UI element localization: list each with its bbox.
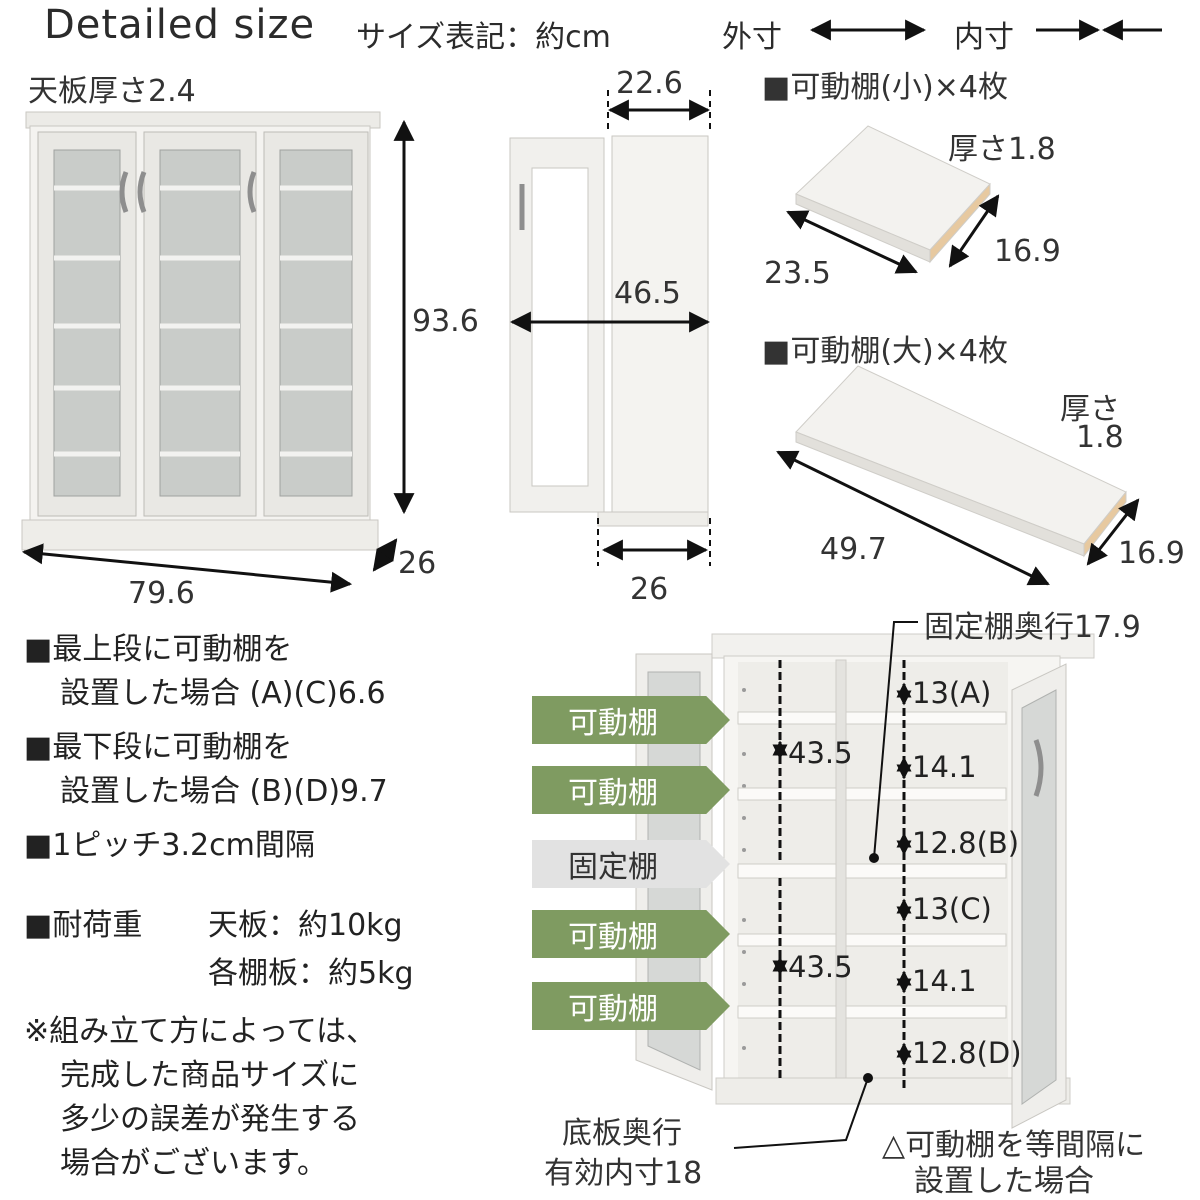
- note-bottom-shelf-line2: 設置した場合 (B)(D)9.7: [60, 774, 388, 809]
- fixed-shelf-depth-label: 固定棚奥行17.9: [924, 610, 1141, 645]
- bottom-depth-leader: [733, 1073, 873, 1149]
- large-shelf-depth-arrow: [1086, 498, 1140, 566]
- left-gap-lower: 43.5: [788, 950, 853, 984]
- load-capacity-label: ■耐荷重: [24, 908, 143, 943]
- page-title: Detailed size: [44, 2, 316, 48]
- cabinet-side-view: [509, 135, 709, 527]
- gap-value: 13(A): [912, 676, 992, 710]
- movable-shelf-tag: 可動棚: [532, 766, 730, 814]
- assembly-caveat: ※組み立て方によっては、 完成した商品サイズに 多少の誤差が発生する 場合がござ…: [24, 1010, 376, 1186]
- movable-shelf-tag: 可動棚: [532, 982, 730, 1030]
- left-gap-upper: 43.5: [788, 736, 853, 770]
- large-shelf-thickness: 厚さ: [1060, 392, 1120, 427]
- assembly-caveat-line4: 場合がございます。: [60, 1146, 327, 1181]
- gap-value: 13(C): [912, 892, 992, 926]
- small-shelf-depth-arrow: [948, 194, 1000, 268]
- height-value: 93.6: [412, 304, 479, 339]
- load-capacity-shelf: 各棚板：約5kg: [208, 956, 414, 991]
- small-shelf-title: ■可動棚(小)×4枚: [762, 70, 1008, 105]
- fixed-shelf-tag: 固定棚: [532, 840, 730, 888]
- large-shelf-length: 49.7: [820, 532, 887, 567]
- inner-dimension-label: 内寸: [954, 20, 1014, 55]
- small-shelf-depth: 16.9: [994, 234, 1061, 269]
- note-pitch: ■1ピッチ3.2cm間隔: [24, 828, 315, 863]
- bottom-board-inner-size: 有効内寸18: [544, 1156, 703, 1191]
- bottom-board-depth-label: 底板奥行: [562, 1116, 682, 1151]
- depth-value: 26: [398, 546, 437, 581]
- small-shelf-length: 23.5: [764, 256, 831, 291]
- note-top-shelf-line1: ■最上段に可動棚を: [24, 632, 293, 667]
- depth-arrow: [372, 538, 398, 572]
- top-thickness-label: 天板厚さ2.4: [28, 74, 196, 109]
- equal-spacing-note-line2: 設置した場合: [914, 1164, 1094, 1199]
- unit-note: サイズ表記：約cm: [356, 20, 611, 55]
- note-bottom-shelf-line1: ■最下段に可動棚を: [24, 730, 293, 765]
- equal-spacing-note: △可動棚を等間隔に: [882, 1128, 1146, 1163]
- small-shelf-length-arrow: [786, 210, 918, 274]
- large-shelf-depth: 16.9: [1118, 536, 1185, 571]
- note-bottom-shelf: ■最下段に可動棚を 設置した場合 (B)(D)9.7: [24, 726, 388, 814]
- load-capacity-top: 天板：約10kg: [208, 908, 403, 943]
- assembly-caveat-line2: 完成した商品サイズに: [60, 1058, 360, 1093]
- gap-value: 12.8(B): [912, 826, 1020, 860]
- gap-value: 12.8(D): [912, 1036, 1022, 1070]
- outer-dimension-label: 外寸: [722, 20, 782, 55]
- gap-value: 14.1: [912, 750, 977, 784]
- cabinet-front-view: [21, 111, 381, 551]
- width-arrow: [21, 543, 353, 593]
- assembly-caveat-line3: 多少の誤差が発生する: [60, 1102, 360, 1137]
- top-depth-value: 22.6: [616, 66, 683, 101]
- movable-shelf-tag: 可動棚: [532, 910, 730, 958]
- large-shelf-thickness-value: 1.8: [1076, 420, 1124, 455]
- fixed-shelf-depth-leader: [869, 621, 918, 863]
- large-shelf-title: ■可動棚(大)×4枚: [762, 334, 1008, 369]
- note-top-shelf: ■最上段に可動棚を 設置した場合 (A)(C)6.6: [24, 628, 386, 716]
- small-shelf-thickness: 厚さ1.8: [948, 132, 1056, 167]
- width-value: 79.6: [128, 576, 195, 611]
- inner-width-value: 46.5: [614, 276, 681, 311]
- gap-value: 14.1: [912, 964, 977, 998]
- large-shelf-length-arrow: [776, 450, 1050, 586]
- movable-shelf-tag: 可動棚: [532, 696, 730, 744]
- note-top-shelf-line2: 設置した場合 (A)(C)6.6: [60, 676, 386, 711]
- bottom-depth-value: 26: [630, 572, 669, 607]
- assembly-caveat-line1: ※組み立て方によっては、: [24, 1014, 377, 1049]
